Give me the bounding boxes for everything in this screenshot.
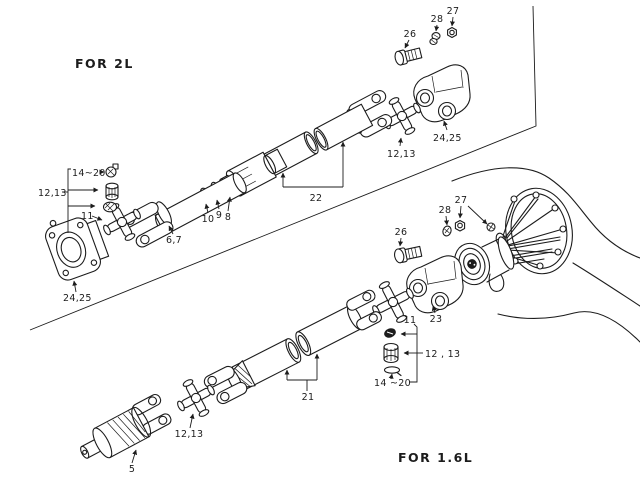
pinion-housing-foot xyxy=(488,273,505,292)
part-label-12-13-callout: 12 , 13 xyxy=(425,349,460,360)
part-label-28-lower: 28 xyxy=(439,205,452,216)
part-label-10: 10 xyxy=(202,214,215,225)
part-label-6-7: 6,7 xyxy=(166,235,182,246)
part-label-27-upper: 27 xyxy=(447,6,460,17)
mount-bracket-24-25 xyxy=(413,64,471,123)
carrier-ring-bolts xyxy=(510,191,567,270)
part-label-9: 9 xyxy=(216,210,222,221)
diagram-labels: FOR 2L FOR 1.6L 14~20 12,13 11 24,25 6,7… xyxy=(38,6,473,475)
callout-bracket-lower xyxy=(409,323,418,383)
mount-bracket-23 xyxy=(406,255,464,314)
nut-27 xyxy=(447,26,457,39)
propeller-shaft-front-half xyxy=(203,338,302,405)
bearing-kit-callout-lower xyxy=(383,323,423,383)
bolt-26 xyxy=(394,47,423,66)
u-joint-spider-11 xyxy=(103,203,141,241)
axle-housing-right-curve xyxy=(572,262,640,307)
propeller-shaft-rear-half xyxy=(295,289,382,356)
part-label-27-lower: 27 xyxy=(455,195,468,206)
bearing-cup-part xyxy=(105,182,119,201)
for-1-6l-assembly xyxy=(80,205,488,464)
part-label-11-upper: 11 xyxy=(81,211,94,222)
part-label-22: 22 xyxy=(310,193,323,204)
upper-leader-lines xyxy=(72,16,455,293)
nut-27-lower xyxy=(454,219,466,232)
bracket-21 xyxy=(287,379,317,391)
for-2l-assembly xyxy=(45,16,471,293)
washer-28-lower xyxy=(442,225,452,237)
axle-housing-top-curve xyxy=(451,167,640,259)
snap-ring-part xyxy=(383,366,402,377)
sleeve-yoke-5 xyxy=(80,393,172,459)
callout-bracket xyxy=(67,168,71,233)
cover-stud-bolt xyxy=(486,222,496,232)
part-label-26-lower: 26 xyxy=(395,227,408,238)
part-label-5: 5 xyxy=(129,464,135,475)
part-label-23: 23 xyxy=(430,314,443,325)
u-joint-spider-12-13-lower xyxy=(177,379,215,417)
part-label-14-20-upper: 14~20 xyxy=(72,168,106,179)
washer-28 xyxy=(429,32,441,46)
part-label-21: 21 xyxy=(302,392,315,403)
part-label-12-13-spider-lower: 12,13 xyxy=(175,429,204,440)
bearing-kit-callout-parts xyxy=(62,163,119,233)
part-label-14-20-lower: 14 ~20 xyxy=(374,378,411,389)
part-label-24-25-upper-right: 24,25 xyxy=(433,133,462,144)
section-title-2l: FOR 2L xyxy=(75,56,134,71)
rear-axle-assembly xyxy=(451,167,640,343)
seal-ring-part xyxy=(102,201,118,213)
bolt-26-lower xyxy=(394,245,423,264)
part-label-12-13-upper-left: 12,13 xyxy=(38,188,67,199)
part-label-11-lower: 11 xyxy=(404,315,417,326)
part-label-24-25-upper-left: 24,25 xyxy=(63,293,92,304)
pinion-flange xyxy=(453,242,491,286)
part-label-26-upper: 26 xyxy=(404,29,417,40)
shaft-tube-rear xyxy=(313,103,374,151)
bearing-cup-part-lower xyxy=(383,342,399,364)
section-title-1-6l: FOR 1.6L xyxy=(398,450,473,465)
axle-housing-bottom-curve xyxy=(497,311,640,343)
lower-leader-lines xyxy=(131,205,488,464)
dust-seal-part xyxy=(384,328,396,338)
pinion-housing xyxy=(481,235,515,292)
part-label-28-upper: 28 xyxy=(431,14,444,25)
grease-fitting-part xyxy=(105,163,119,178)
companion-flange-24-25 xyxy=(45,217,110,281)
part-label-8: 8 xyxy=(225,212,231,223)
section-divider-line xyxy=(29,5,537,331)
part-label-12-13-upper-right: 12,13 xyxy=(387,149,416,160)
